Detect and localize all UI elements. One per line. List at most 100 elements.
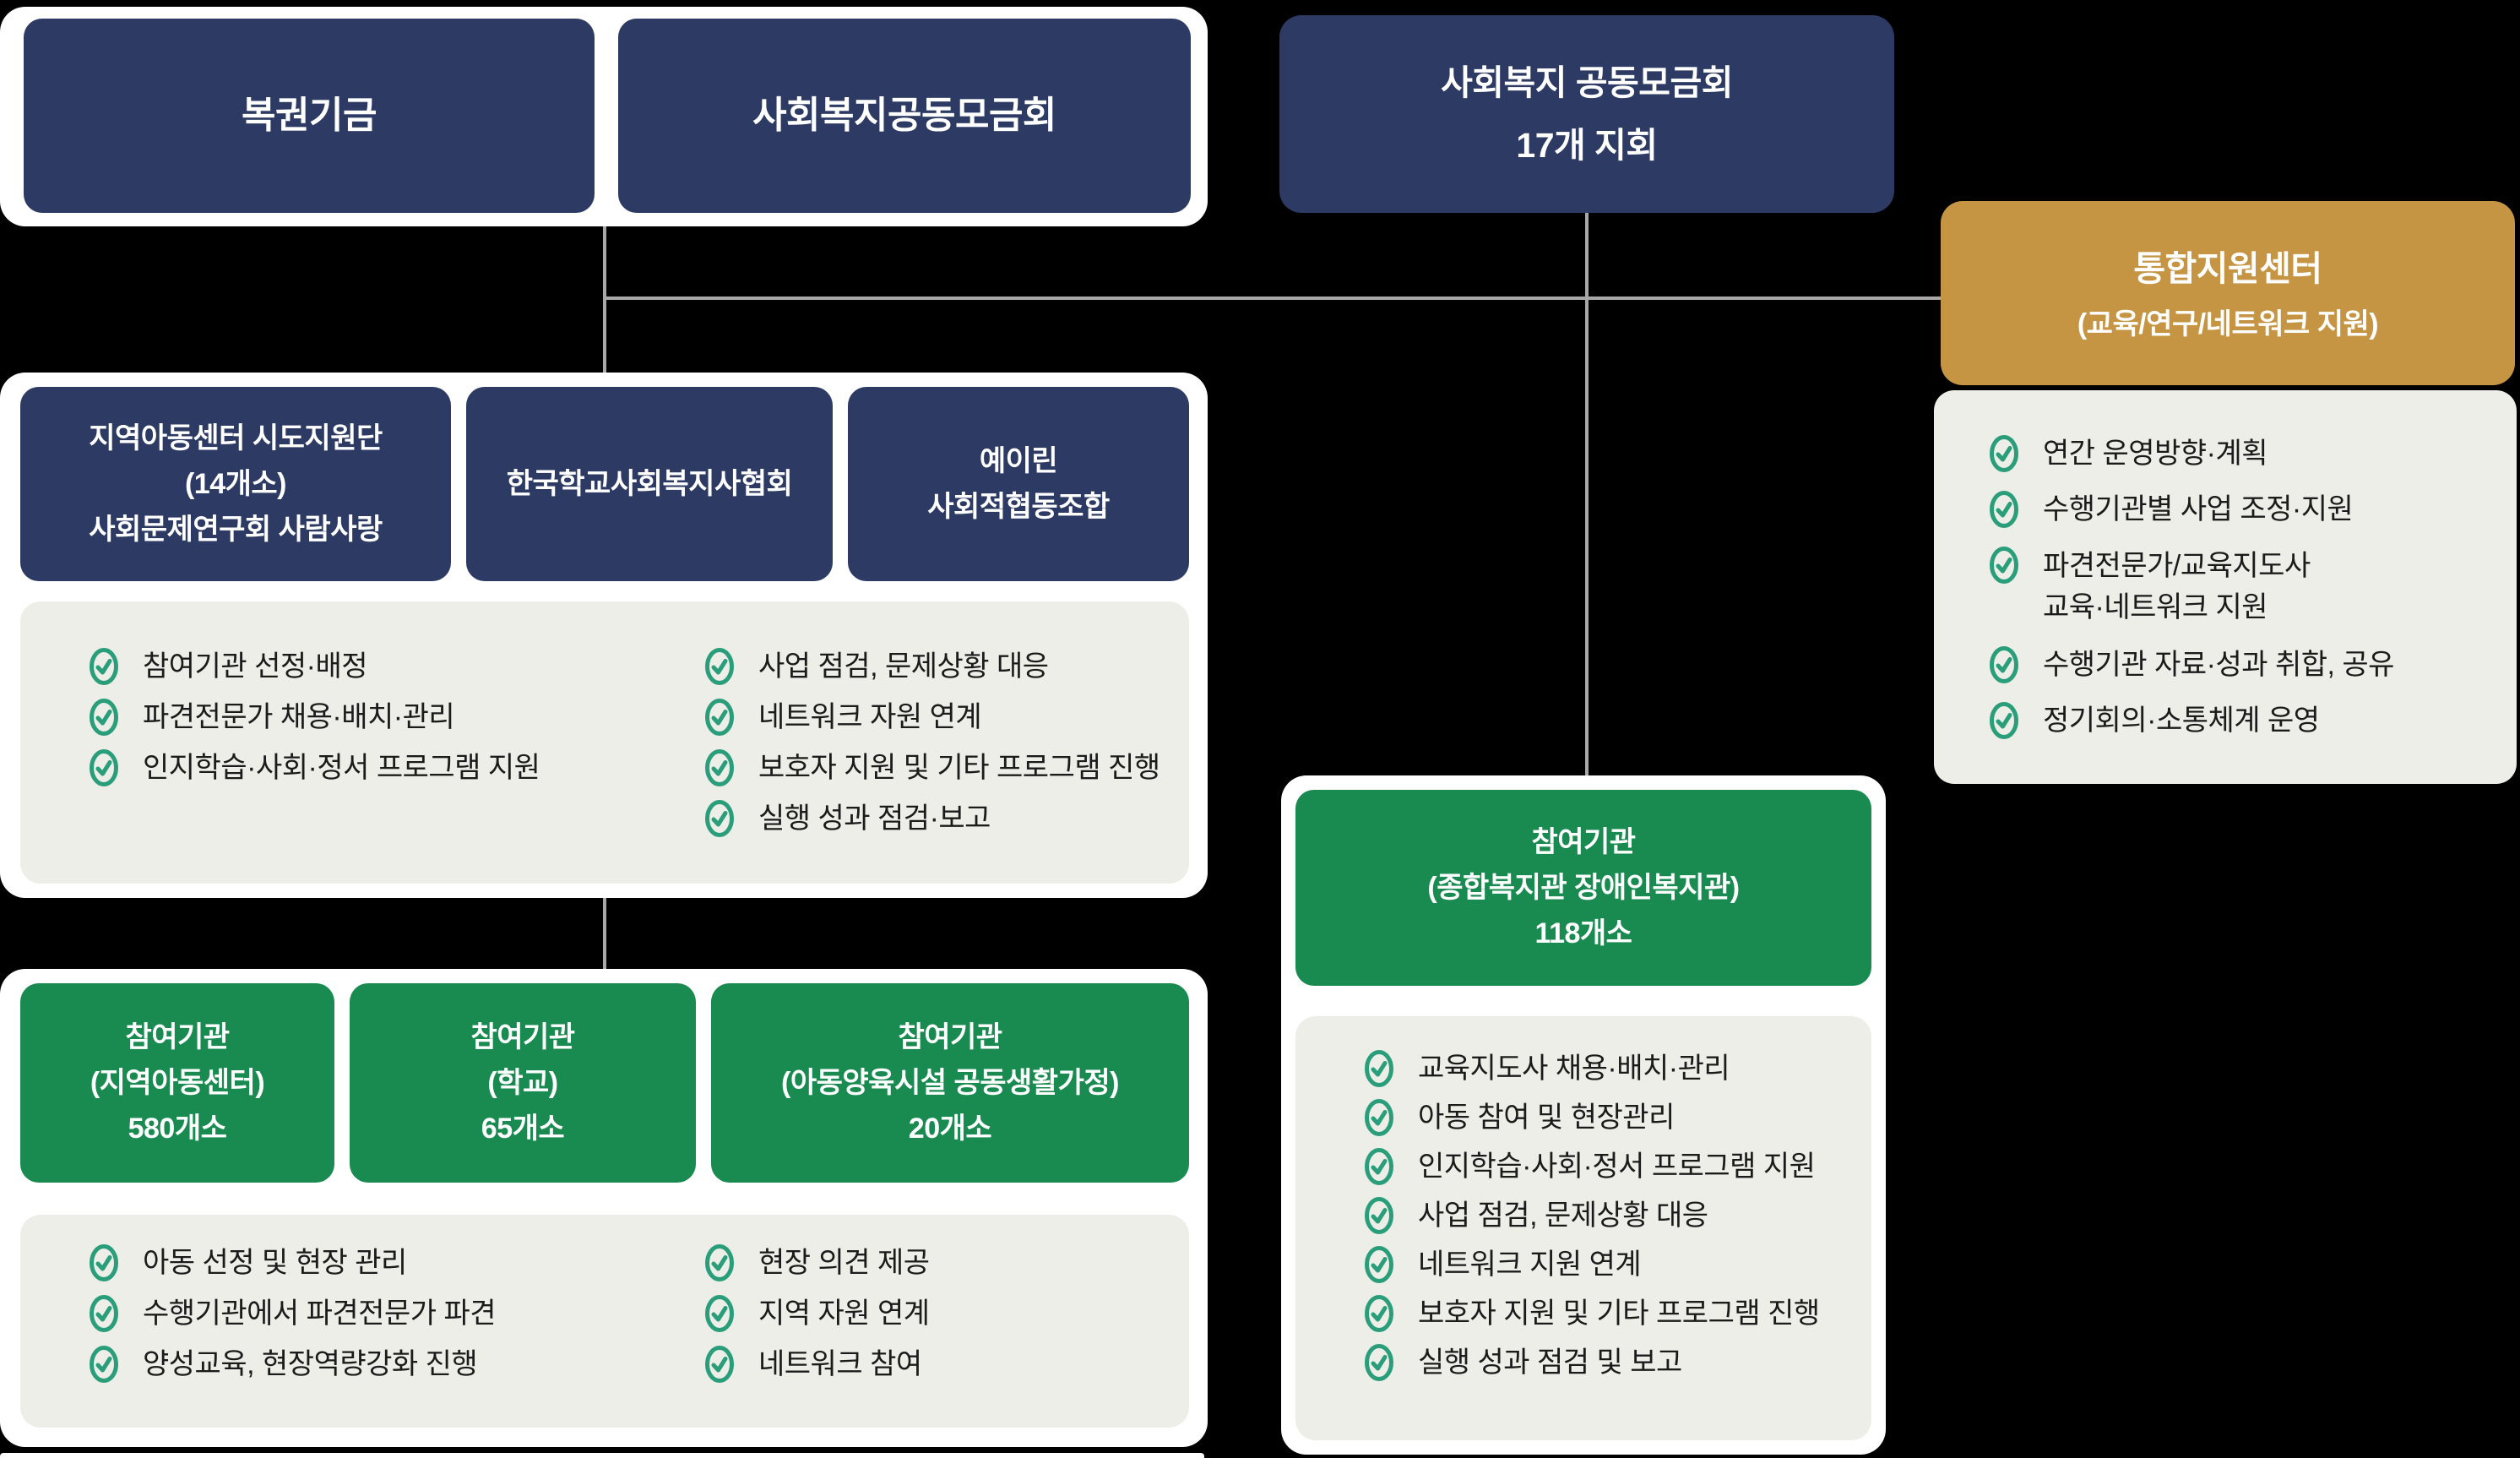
task-text: 파견전문가 채용·배치·관리 <box>143 701 455 733</box>
box-line: 지역아동센터 시도지원단 <box>89 422 383 454</box>
task-text: 사업 점검, 문제상황 대응 <box>1418 1200 1708 1232</box>
box-line: 580개소 <box>128 1113 227 1145</box>
task-item: 보호자 지원 및 기타 프로그램 진행 <box>704 748 1160 787</box>
connector-vertical-center <box>1585 213 1589 777</box>
panel-support-center-tasks: 연간 운영방향·계획 수행기관별 사업 조정·지원 파견전문가/교육지도사 교육… <box>1934 390 2517 784</box>
box-line: 118개소 <box>1534 917 1632 949</box>
participants-left-task-list-col2: 현장 의견 제공 지역 자원 연계 네트워크 참여 <box>704 1243 930 1395</box>
task-item: 교육지도사 채용·배치·관리 <box>1364 1049 1820 1088</box>
check-icon <box>705 699 734 736</box>
box-line: (14개소) <box>184 468 287 500</box>
box-line: 참여기관 <box>1531 826 1636 858</box>
task-text: 교육지도사 채용·배치·관리 <box>1418 1053 1730 1085</box>
task-item: 사업 점검, 문제상황 대응 <box>704 647 1160 686</box>
check-icon <box>1990 547 2018 584</box>
task-item: 수행기관에서 파견전문가 파견 <box>89 1294 497 1333</box>
box-lottery-fund: 복권기금 <box>24 19 595 213</box>
panel-participants-left: 참여기관 (지역아동센터) 580개소 참여기관 (학교) 65개소 참여기관 … <box>0 969 1208 1447</box>
task-item: 양성교육, 현장역량강화 진행 <box>89 1345 496 1384</box>
check-icon <box>705 648 734 685</box>
box-participant-school: 참여기관 (학교) 65개소 <box>350 983 696 1183</box>
box-lottery-fund-label: 복권기금 <box>242 95 377 136</box>
task-text: 정기회의·소통체계 운영 <box>2043 705 2320 737</box>
box-line: (지역아동센터) <box>90 1067 265 1099</box>
box-line: 참여기관 <box>125 1021 230 1053</box>
check-icon <box>90 749 118 786</box>
task-text: 인지학습·사회·정서 프로그램 지원 <box>143 752 540 784</box>
connector-horizontal <box>603 296 1944 300</box>
task-text: 실행 성과 점검 및 보고 <box>1418 1346 1682 1379</box>
box-operator-school-association: 한국학교사회복지사협회 <box>466 387 833 581</box>
task-text: 실행 성과 점검·보고 <box>758 802 991 835</box>
task-item: 연간 운영방향·계획 <box>1989 434 2394 473</box>
task-item: 실행 성과 점검 및 보고 <box>1364 1343 1820 1382</box>
box-line: (학교) <box>487 1067 558 1099</box>
task-text-line2: 교육·네트워크 지원 <box>2043 591 2268 623</box>
task-item: 지역 자원 연계 <box>704 1294 930 1333</box>
connector-vertical-left-bottom <box>603 896 606 971</box>
box-line: 참여기관 <box>898 1021 1002 1053</box>
box-operator-childcenter-support: 지역아동센터 시도지원단 (14개소) 사회문제연구회 사람사랑 <box>20 387 451 581</box>
check-icon <box>705 749 734 786</box>
check-icon <box>1365 1099 1393 1136</box>
check-icon <box>1365 1295 1393 1332</box>
box-line: 65개소 <box>481 1113 565 1145</box>
box-line: 사회문제연구회 사람사랑 <box>89 514 383 546</box>
box-line: (종합복지관 장애인복지관) <box>1427 872 1740 904</box>
box-community-chest-label: 사회복지공동모금회 <box>752 95 1056 136</box>
panel-operators-tasks: 참여기관 선정·배정 파견전문가 채용·배치·관리 인지학습·사회·정서 프로그… <box>20 601 1189 884</box>
box-line: 20개소 <box>908 1113 992 1145</box>
box-branches: 사회복지 공동모금회 17개 지회 <box>1279 15 1894 213</box>
box-line: 참여기관 <box>470 1021 575 1053</box>
panel-operators: 지역아동센터 시도지원단 (14개소) 사회문제연구회 사람사랑 한국학교사회복… <box>0 373 1208 898</box>
panel-funders: 복권기금 사회복지공동모금회 <box>0 7 1208 226</box>
panel-participants-left-tasks: 아동 선정 및 현장 관리 수행기관에서 파견전문가 파견 양성교육, 현장역량… <box>20 1215 1189 1428</box>
check-icon <box>1365 1197 1393 1234</box>
task-text: 네트워크 지원 연계 <box>1418 1249 1642 1281</box>
task-item: 정기회의·소통체계 운영 <box>1989 701 2394 740</box>
task-text: 참여기관 선정·배정 <box>143 650 368 683</box>
task-text: 인지학습·사회·정서 프로그램 지원 <box>1418 1151 1816 1183</box>
box-branches-line2: 17개 지회 <box>1516 126 1658 165</box>
task-text: 현장 의견 제공 <box>758 1247 930 1279</box>
task-text: 사업 점검, 문제상황 대응 <box>758 650 1049 683</box>
box-support-center: 통합지원센터 (교육/연구/네트워크 지원) <box>1941 201 2515 385</box>
check-icon <box>1365 1148 1393 1185</box>
task-text: 수행기관에서 파견전문가 파견 <box>143 1298 497 1330</box>
task-text: 파견전문가/교육지도사 교육·네트워크 지원 <box>2043 546 2311 628</box>
check-icon <box>1990 491 2018 528</box>
box-branches-line1: 사회복지 공동모금회 <box>1441 63 1733 102</box>
support-center-task-list: 연간 운영방향·계획 수행기관별 사업 조정·지원 파견전문가/교육지도사 교육… <box>1989 434 2394 757</box>
check-icon <box>90 699 118 736</box>
task-text: 연간 운영방향·계획 <box>2043 438 2268 470</box>
check-icon <box>705 800 734 837</box>
connector-vertical-left-top <box>603 226 606 375</box>
support-center-subtitle: (교육/연구/네트워크 지원) <box>2077 308 2379 340</box>
box-operator-yeirin-coop: 예이린 사회적협동조합 <box>848 387 1189 581</box>
task-item: 실행 성과 점검·보고 <box>704 799 1160 838</box>
task-item: 수행기관별 사업 조정·지원 <box>1989 490 2394 529</box>
task-text: 아동 선정 및 현장 관리 <box>143 1247 407 1279</box>
task-text: 보호자 지원 및 기타 프로그램 진행 <box>1418 1298 1820 1330</box>
task-item: 파견전문가/교육지도사 교육·네트워크 지원 <box>1989 546 2394 628</box>
task-text: 수행기관별 사업 조정·지원 <box>2043 493 2354 525</box>
check-icon <box>1990 702 2018 739</box>
task-item: 인지학습·사회·정서 프로그램 지원 <box>1364 1147 1820 1186</box>
participants-left-task-list-col1: 아동 선정 및 현장 관리 수행기관에서 파견전문가 파견 양성교육, 현장역량… <box>89 1243 497 1395</box>
check-icon <box>90 1346 118 1383</box>
task-item: 사업 점검, 문제상황 대응 <box>1364 1196 1820 1235</box>
box-community-chest: 사회복지공동모금회 <box>618 19 1191 213</box>
box-line: (아동양육시설 공동생활가정) <box>781 1067 1119 1099</box>
box-participant-childcenter: 참여기관 (지역아동센터) 580개소 <box>20 983 334 1183</box>
task-text: 수행기관 자료·성과 취합, 공유 <box>2043 649 2394 681</box>
operators-task-list-col1: 참여기관 선정·배정 파견전문가 채용·배치·관리 인지학습·사회·정서 프로그… <box>89 647 540 799</box>
task-text: 양성교육, 현장역량강화 진행 <box>143 1348 478 1380</box>
box-line: 예이린 <box>979 445 1058 477</box>
task-item: 아동 선정 및 현장 관리 <box>89 1243 496 1282</box>
task-text: 보호자 지원 및 기타 프로그램 진행 <box>758 752 1160 784</box>
check-icon <box>1990 646 2018 683</box>
panel-participants-right: 참여기관 (종합복지관 장애인복지관) 118개소 교육지도사 채용·배치·관리… <box>1281 775 1886 1455</box>
task-item: 보호자 지원 및 기타 프로그램 진행 <box>1364 1294 1820 1333</box>
task-item: 아동 참여 및 현장관리 <box>1364 1098 1820 1137</box>
